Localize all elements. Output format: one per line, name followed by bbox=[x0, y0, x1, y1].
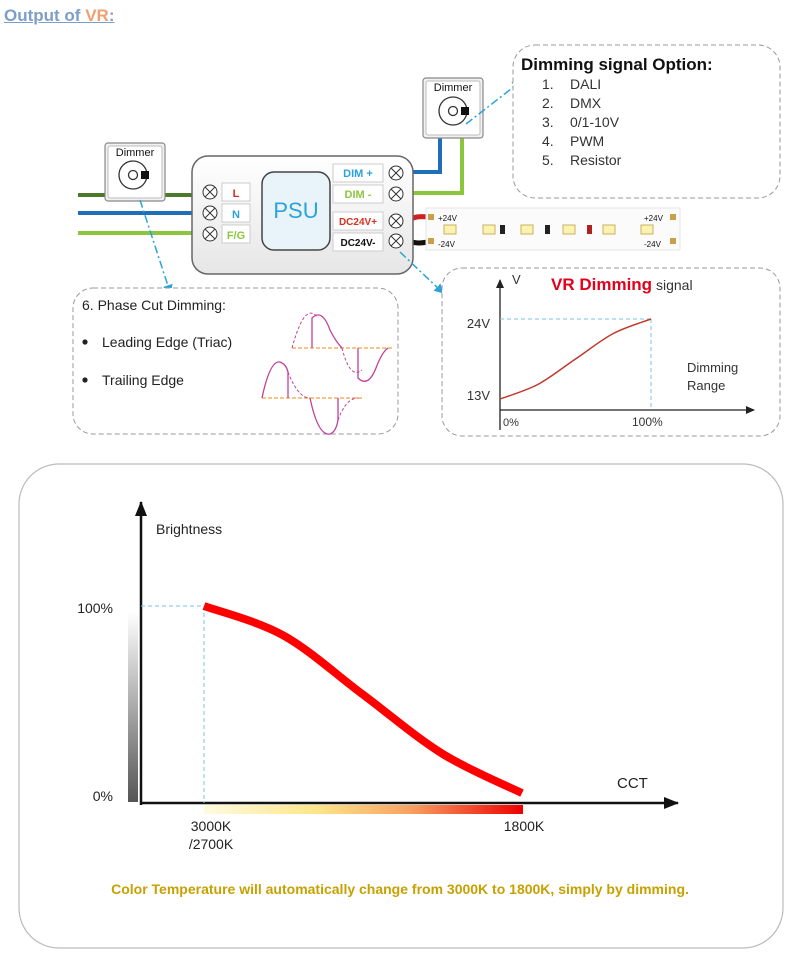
arrow-to-vr-chart bbox=[399, 251, 444, 294]
vr-chart-range-label-1: Dimming bbox=[687, 360, 738, 375]
option-number: 1. bbox=[542, 76, 554, 92]
dimmer-label: Dimmer bbox=[434, 82, 473, 94]
option-0-10v: 0/1-10V bbox=[570, 114, 620, 130]
terminal-dc-minus: DC24V- bbox=[332, 232, 404, 252]
cct-chart-series-line bbox=[202, 602, 524, 797]
option-pwm: PWM bbox=[570, 133, 604, 149]
cct-chart-tick-0: 0% bbox=[93, 788, 113, 804]
psu-label: PSU bbox=[273, 198, 318, 223]
cct-chart-tick-100: 100% bbox=[77, 600, 113, 616]
arrow-to-signal-options bbox=[465, 80, 522, 125]
dimming-options-box: Dimming signal Option: 1. DALI 2. DMX 3.… bbox=[512, 44, 781, 199]
dimming-options-heading: Dimming signal Option: bbox=[521, 55, 713, 74]
option-number: 4. bbox=[542, 133, 554, 149]
option-number: 2. bbox=[542, 95, 554, 111]
wire-dim-minus bbox=[398, 135, 464, 195]
terminal-label-dc-minus: DC24V- bbox=[340, 238, 375, 249]
bullet-icon bbox=[82, 339, 88, 345]
psu-unit: PSU L N F/G DIM + DIM bbox=[191, 155, 414, 275]
cct-chart-tick-1800k: 1800K bbox=[504, 818, 545, 834]
cct-chart-tick-3000k: 3000K bbox=[191, 818, 232, 834]
title-part-colon: : bbox=[108, 6, 115, 25]
dimmer-right: Dimmer bbox=[422, 77, 484, 139]
page-title: Output of VR: bbox=[4, 6, 115, 26]
phase-cut-box: 6. Phase Cut Dimming: Leading Edge (Tria… bbox=[72, 287, 399, 435]
callout-arrows bbox=[139, 80, 522, 294]
terminal-label-n: N bbox=[232, 209, 240, 221]
option-resistor: Resistor bbox=[570, 152, 622, 168]
dimmer-left: Dimmer bbox=[104, 142, 166, 202]
brightness-gradient-bar bbox=[128, 612, 138, 802]
cct-chart-box: Brightness CCT 100% 0% 3000K /2700K 1800… bbox=[18, 463, 784, 949]
vr-chart-tick-100: 100% bbox=[632, 415, 663, 429]
vr-chart-series-line bbox=[499, 318, 652, 400]
vr-chart-box: VR Dimming signal V 24V 13V 0% 100% Dimm… bbox=[441, 267, 781, 437]
terminal-dim-plus: DIM + bbox=[332, 163, 404, 183]
title-part-vr: VR bbox=[85, 6, 109, 25]
phase-cut-heading: 6. Phase Cut Dimming: bbox=[82, 297, 226, 313]
cct-chart-caption: Color Temperature will automatically cha… bbox=[111, 881, 689, 897]
bullet-icon bbox=[82, 377, 88, 383]
option-dmx: DMX bbox=[570, 95, 602, 111]
terminal-label-fg: F/G bbox=[227, 230, 245, 242]
cct-chart-x-label: CCT bbox=[617, 775, 648, 792]
terminal-fg: F/G bbox=[202, 224, 251, 244]
vr-chart-tick-13v: 13V bbox=[467, 388, 490, 403]
vr-chart-y-label: V bbox=[512, 272, 521, 287]
option-number: 3. bbox=[542, 114, 554, 130]
dimmer-knob-icon bbox=[461, 107, 469, 115]
terminal-label-dc-plus: DC24V+ bbox=[339, 217, 377, 228]
vr-chart-tick-24v: 24V bbox=[467, 316, 490, 331]
terminal-l: L bbox=[202, 182, 251, 202]
vr-chart-tick-0: 0% bbox=[503, 417, 519, 429]
cct-chart-tick-2700k: /2700K bbox=[189, 836, 234, 852]
arrow-to-phase-cut bbox=[139, 199, 173, 294]
cct-chart-y-label: Brightness bbox=[156, 521, 222, 537]
terminal-dim-minus: DIM - bbox=[332, 184, 404, 204]
strip-plus-label-right: +24V bbox=[644, 214, 664, 223]
option-dali: DALI bbox=[570, 76, 601, 92]
terminal-label-dim-minus: DIM - bbox=[345, 189, 372, 201]
title-part-output-of: Output of bbox=[4, 6, 86, 25]
led-strip: +24V -24V +24V -24V bbox=[425, 207, 681, 251]
cct-gradient-bar bbox=[204, 805, 523, 814]
leading-edge-waveform-icon bbox=[291, 312, 392, 382]
led-chips bbox=[443, 224, 654, 235]
strip-minus-label-right: -24V bbox=[644, 240, 662, 249]
dimmer-label: Dimmer bbox=[116, 147, 155, 159]
phase-cut-trailing-edge: Trailing Edge bbox=[102, 372, 184, 388]
dimmer-knob-icon bbox=[141, 171, 149, 179]
option-number: 5. bbox=[542, 152, 554, 168]
terminal-dc-plus: DC24V+ bbox=[332, 211, 404, 231]
terminal-n: N bbox=[202, 203, 251, 223]
vr-chart-title-red: VR Dimming bbox=[551, 275, 652, 294]
trailing-edge-waveform-icon bbox=[261, 361, 362, 435]
phase-cut-leading-edge: Leading Edge (Triac) bbox=[102, 334, 232, 350]
terminal-label-l: L bbox=[233, 188, 240, 200]
terminal-label-dim-plus: DIM + bbox=[343, 168, 373, 180]
strip-plus-label-left: +24V bbox=[438, 214, 458, 223]
vr-chart-title-rest: signal bbox=[656, 277, 693, 293]
vr-chart-range-label-2: Range bbox=[687, 378, 725, 393]
strip-minus-label-left: -24V bbox=[438, 240, 456, 249]
